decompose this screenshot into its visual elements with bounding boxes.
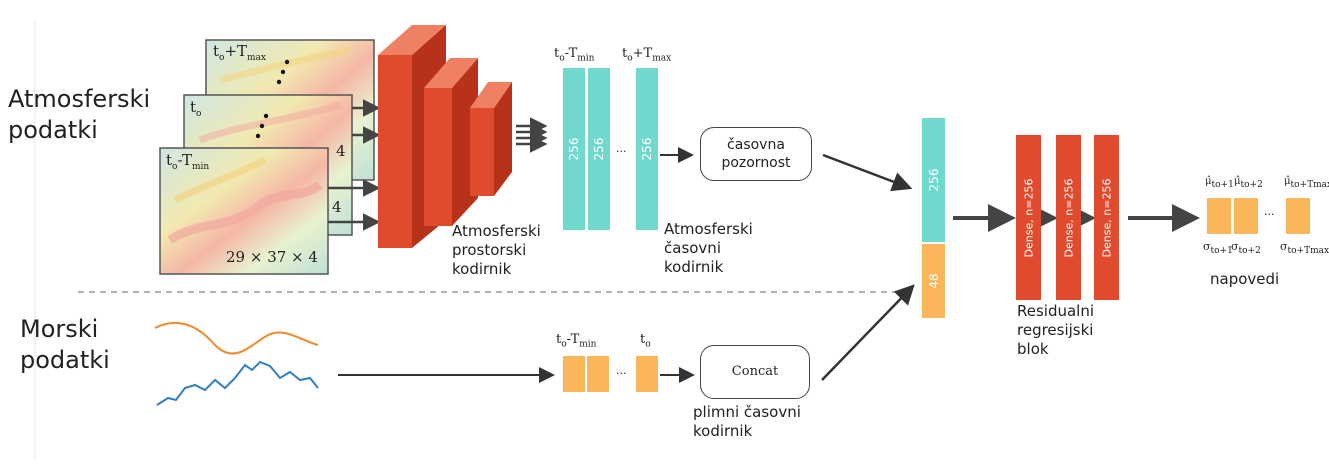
tidal-cell-1 — [563, 356, 585, 392]
input-dimensions: 29 × 37 × 4 — [226, 248, 318, 266]
temporal-ellipsis: ··· — [616, 145, 627, 158]
temporal-last-label: to+Tmax — [622, 46, 672, 64]
output-cell-1 — [1207, 198, 1231, 234]
merged-vector-atmospheric: 256 — [922, 118, 945, 242]
sigma-label-last: σto+Tmax — [1280, 240, 1329, 257]
sea-data-label: Morski podatki — [20, 315, 110, 375]
dense-layer-3: Dense, n=256 — [1094, 135, 1119, 300]
sigma-label-1: σto+1 — [1203, 240, 1233, 257]
dense-layer-2: Dense, n=256 — [1056, 135, 1081, 300]
merged-vector-sea: 48 — [922, 244, 945, 318]
residual-block-label: Residualni regresijski blok — [1017, 302, 1095, 358]
mu-label-2: μ̂to+2 — [1234, 176, 1263, 190]
output-ellipsis: ··· — [1264, 208, 1275, 221]
mu-label-1: μ̂to+1 — [1205, 176, 1234, 190]
spatial-encoder-label: Atmosferski prostorski kodirnik — [452, 222, 541, 278]
output-cell-last — [1286, 198, 1310, 234]
tidal-cell-2 — [587, 356, 609, 392]
tidal-cell-last — [636, 356, 658, 392]
sea-level-orange-series — [154, 321, 319, 355]
output-cell-2 — [1234, 198, 1258, 234]
tidal-ellipsis: ··· — [616, 367, 627, 380]
temporal-encoder-label: Atmosferski časovni kodirnik — [664, 220, 753, 276]
frame-bottom — [159, 147, 329, 275]
frame-top-time-label: to+Tmax — [213, 42, 267, 63]
atmospheric-data-label: Atmosferski podatki — [8, 85, 151, 145]
tidal-last-label: to — [640, 332, 651, 350]
temporal-bar-2: 256 — [588, 68, 610, 230]
predictions-label: napovedi — [1210, 270, 1280, 288]
channel-count-b: 4 — [332, 198, 342, 216]
sigma-label-2: σto+2 — [1231, 240, 1261, 257]
frame-bottom-time-label: to-Tmin — [166, 151, 210, 172]
temporal-bar-1: 256 — [563, 68, 585, 230]
conv-block-3 — [470, 82, 512, 196]
conv-block-2 — [424, 58, 478, 226]
mu-label-last: μ̂to+Tmax — [1284, 176, 1329, 190]
tidal-encoder-label: plimni časovni kodirnik — [693, 403, 801, 440]
concat-box: Concat — [700, 345, 810, 399]
temporal-first-label: to-Tmin — [554, 46, 595, 64]
dense-layer-1: Dense, n=256 — [1016, 135, 1041, 300]
temporal-bar-last: 256 — [636, 68, 658, 230]
temporal-attention-box: časovna pozornost — [700, 127, 812, 181]
tidal-first-label: to-Tmin — [556, 332, 597, 350]
channel-count-a: 4 — [336, 142, 346, 160]
sea-level-blue-series — [156, 360, 319, 406]
frame-mid-time-label: to — [190, 98, 202, 119]
